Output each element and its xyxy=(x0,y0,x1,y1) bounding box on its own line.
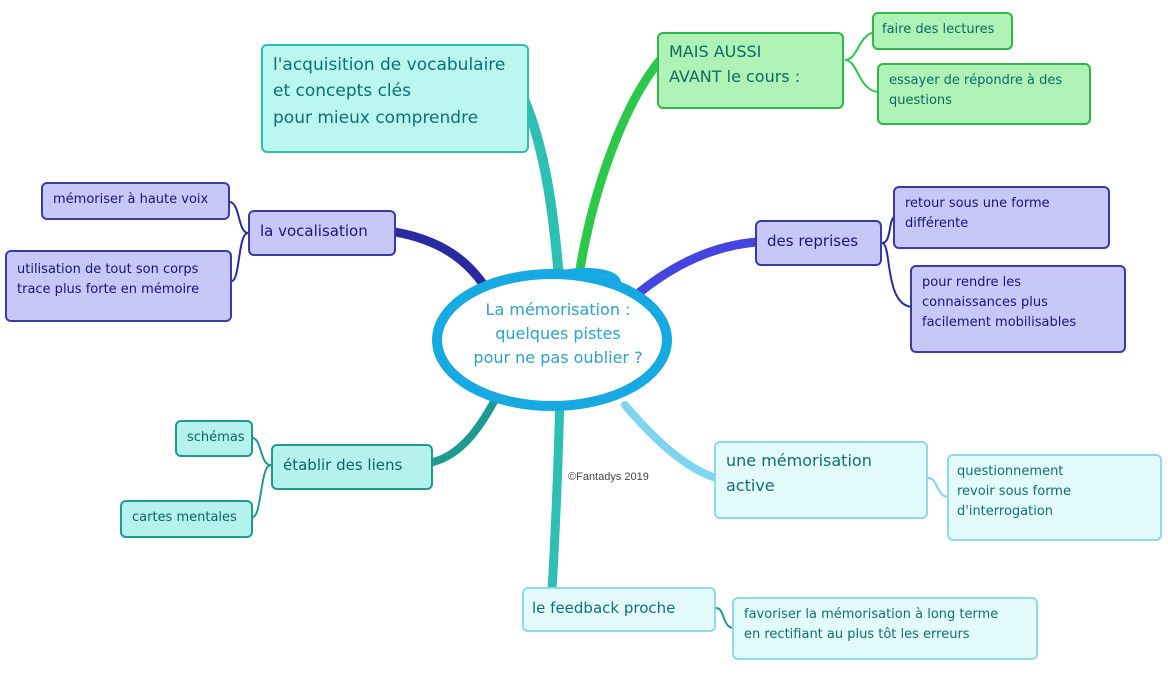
connector-vocalisation-children xyxy=(229,201,249,282)
branch-mais-aussi xyxy=(573,55,665,287)
node-essayer[interactable]: essayer de répondre à des questions xyxy=(877,63,1091,125)
node-cartes-mentales[interactable]: cartes mentales xyxy=(120,500,253,538)
node-schemas[interactable]: schémas xyxy=(175,420,253,457)
node-questionnement[interactable]: questionnement revoir sous forme d'inter… xyxy=(947,454,1162,541)
node-memorisation-active[interactable]: une mémorisation active xyxy=(714,441,928,519)
node-favoriser[interactable]: favoriser la mémorisation à long terme e… xyxy=(732,597,1038,660)
center-ring xyxy=(432,269,672,411)
branch-acquisition xyxy=(515,85,565,295)
node-faire-lectures[interactable]: faire des lectures xyxy=(872,12,1013,50)
node-etablir-liens[interactable]: établir des liens xyxy=(271,444,433,490)
node-memoriser-voix[interactable]: mémoriser à haute voix xyxy=(41,182,230,220)
connector-mais-aussi-children xyxy=(844,31,879,93)
node-acquisition[interactable]: l'acquisition de vocabulaire et concepts… xyxy=(261,44,529,153)
branch-feedback xyxy=(547,390,565,595)
branch-reprises xyxy=(635,237,762,297)
copyright-label: ©Fantadys 2019 xyxy=(568,471,649,483)
connector-feedback-children xyxy=(715,607,735,629)
node-retour-forme[interactable]: retour sous une forme différente xyxy=(893,186,1110,249)
node-rendre-connaissances[interactable]: pour rendre les connaissances plus facil… xyxy=(910,265,1126,353)
node-vocalisation[interactable]: la vocalisation xyxy=(248,210,396,256)
connector-active-children xyxy=(927,477,949,498)
node-mais-aussi[interactable]: MAIS AUSSI AVANT le cours : xyxy=(657,32,844,109)
branch-memorisation-active xyxy=(621,401,720,482)
node-feedback[interactable]: le feedback proche xyxy=(522,587,716,632)
center-topic: La mémorisation : quelques pistes pour n… xyxy=(473,300,643,367)
node-utilisation-corps[interactable]: utilisation de tout son corps trace plus… xyxy=(5,250,232,322)
center-ring-swirl xyxy=(552,268,621,285)
node-reprises[interactable]: des reprises xyxy=(755,220,882,266)
connector-liens-children xyxy=(252,437,272,518)
